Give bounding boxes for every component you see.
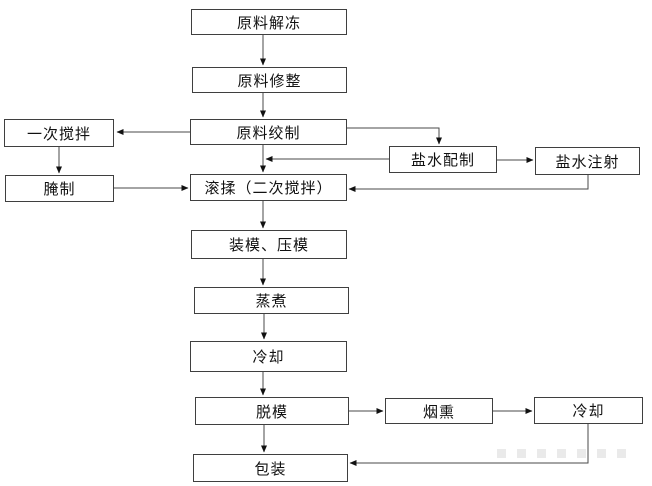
node-tumble: 滚揉（二次搅拌） <box>190 174 347 201</box>
node-cool-1: 冷却 <box>190 341 347 372</box>
node-brine-inject: 盐水注射 <box>535 147 640 175</box>
node-cook: 蒸煮 <box>194 287 349 314</box>
node-mold-press: 装模、压模 <box>191 230 347 259</box>
node-demold: 脱模 <box>195 397 349 425</box>
node-thaw: 原料解冻 <box>191 9 347 35</box>
node-trim: 原料修整 <box>192 67 347 93</box>
node-marinate: 腌制 <box>5 175 114 202</box>
node-cool-2: 冷却 <box>534 397 643 424</box>
connector-grind-brineprep <box>347 127 442 145</box>
node-first-stir: 一次搅拌 <box>4 119 114 147</box>
node-smoke: 烟熏 <box>385 398 493 424</box>
node-grind: 原料绞制 <box>190 119 347 145</box>
connector-brineinject-tumble <box>348 175 589 192</box>
node-brine-prep: 盐水配制 <box>389 146 497 173</box>
faint-watermark <box>497 449 635 458</box>
node-pack: 包装 <box>193 454 348 482</box>
